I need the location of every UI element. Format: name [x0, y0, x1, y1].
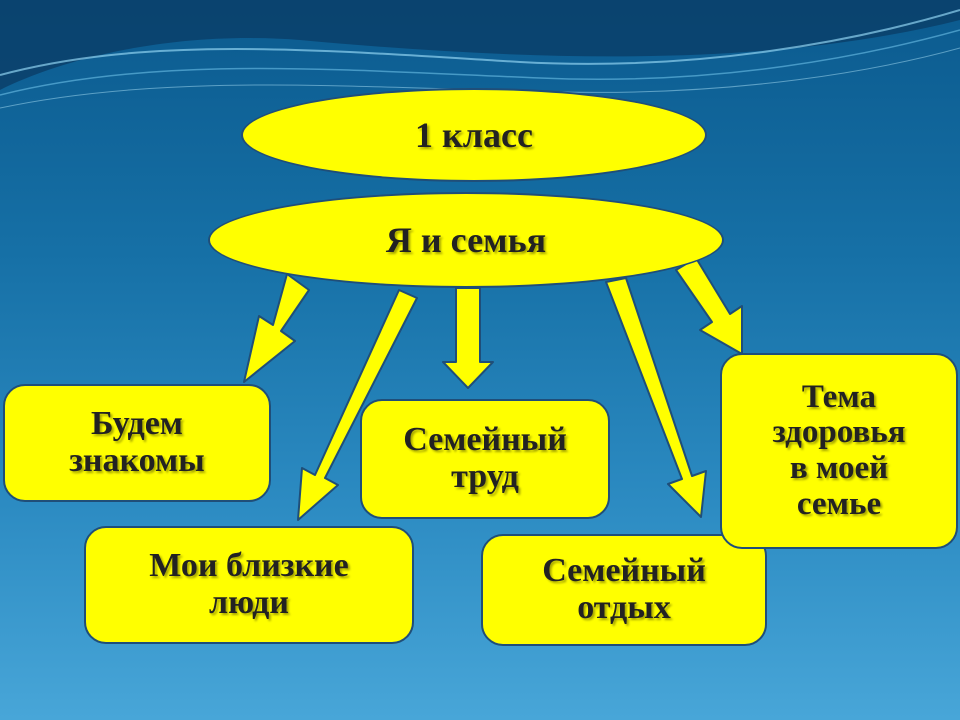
grade-oval: 1 класс: [241, 88, 707, 182]
arrow-to-semeyny-otdykh: [605, 277, 707, 518]
box-tema-zdorovya: Тема здоровья в моей семье: [720, 353, 958, 549]
arrow-to-semeyny-trud: [442, 287, 494, 389]
box-semeyny-otdykh: Семейный отдых: [481, 534, 767, 646]
arrow-to-tema-zdorovya: [675, 257, 743, 355]
box-semeyny-trud: Семейный труд: [360, 399, 610, 519]
box-moi-blizkie-lyudi: Мои близкие люди: [84, 526, 414, 644]
box-budem-znakomy: Будем знакомы: [3, 384, 271, 502]
topic-oval: Я и семья: [208, 192, 724, 288]
arrow-to-moi-blizkie: [297, 289, 418, 521]
wave-decoration: [0, 0, 960, 109]
arrow-to-budem-znakomy: [243, 273, 310, 383]
